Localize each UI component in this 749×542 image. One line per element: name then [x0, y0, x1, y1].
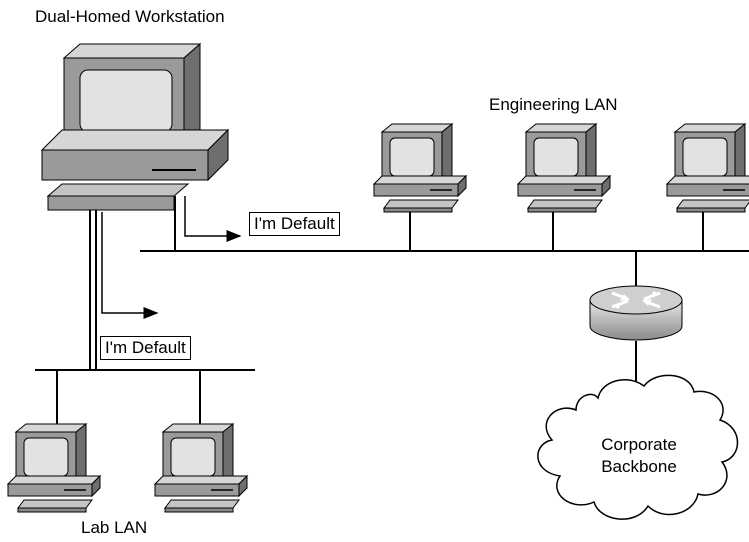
cloud-label-line2: Backbone — [601, 457, 677, 476]
engineering-lan-label: Engineering LAN — [489, 95, 618, 114]
default-arrows — [101, 196, 242, 319]
corporate-backbone-cloud — [537, 374, 739, 520]
default-label-lower: I'm Default — [100, 336, 191, 360]
cloud-label: Corporate Backbone — [594, 434, 684, 478]
arrow-lower — [101, 212, 159, 319]
arrow-upper — [184, 196, 242, 242]
lab-lan-label: Lab LAN — [81, 518, 148, 537]
engineering-pc-3 — [666, 123, 749, 213]
network-lines — [35, 196, 749, 428]
engineering-pc-1 — [373, 123, 467, 213]
workstation-icon — [40, 42, 230, 211]
engineering-pc-2 — [517, 123, 611, 213]
lab-pc-2 — [154, 423, 248, 513]
router-icon — [589, 285, 683, 341]
cloud-label-line1: Corporate — [601, 435, 677, 454]
default-label-upper: I'm Default — [249, 212, 340, 236]
workstation-label: Dual-Homed Workstation — [35, 7, 225, 26]
lab-pc-1 — [7, 423, 101, 513]
